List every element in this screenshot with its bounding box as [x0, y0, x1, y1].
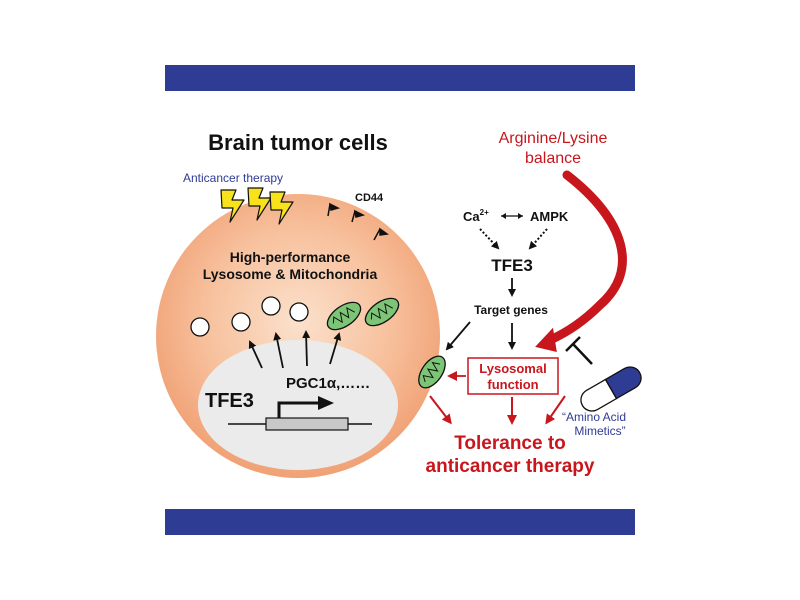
arrow-to-mitochondria-icon	[445, 321, 471, 351]
tolerance-label-line1: Tolerance to	[454, 433, 566, 454]
arginine-label-line2: balance	[525, 150, 581, 167]
dotted-arrow-icon	[528, 228, 548, 250]
arrow-up-icon	[302, 330, 311, 367]
receptor-flag-icon	[379, 227, 389, 236]
arginine-arrowhead-icon	[535, 327, 557, 352]
lysosomal-label-line1: Lysosomal	[479, 361, 546, 376]
cd44-receptors	[327, 202, 389, 241]
organelle-label-line2: Lysosome & Mitochondria	[203, 266, 378, 282]
lysosome-icon	[289, 302, 309, 322]
arrow-up-icon	[273, 332, 284, 369]
dotted-arrow-icon	[479, 228, 500, 250]
nucleus-gene-label: TFE3	[205, 390, 254, 412]
tolerance-label-line2: anticancer therapy	[426, 456, 595, 477]
bottom-banner-bar	[165, 509, 635, 535]
lightning-bolt-icon	[220, 189, 245, 223]
transcription-arrowhead-icon	[318, 396, 334, 410]
transcription-arrow-icon	[277, 401, 320, 418]
target-genes-label: Target genes	[474, 303, 548, 317]
mitochondrion-icon	[418, 355, 446, 389]
arrow-up-icon	[329, 332, 342, 365]
red-arrow-down-icon	[545, 395, 566, 425]
cd44-receptor	[373, 228, 381, 241]
cell-mitochondria	[326, 297, 400, 331]
red-arrow-down-icon	[429, 395, 452, 425]
calcium-label: Ca2+	[463, 208, 489, 224]
cell-upregulation-arrows	[248, 330, 342, 369]
cd44-receptor	[351, 210, 356, 223]
anticancer-label: Anticancer therapy	[183, 171, 283, 185]
calcium-superscript: 2+	[480, 208, 489, 217]
lysosome-icon	[190, 317, 210, 337]
tfe3-label: TFE3	[491, 256, 533, 275]
gene-box	[265, 417, 349, 431]
lightning-icon	[220, 187, 294, 225]
mitochondrion-icon	[326, 301, 362, 331]
inhibition-icon	[565, 336, 593, 365]
arrow-up-icon	[248, 340, 263, 369]
organelle-label-line1: High-performance	[230, 249, 351, 265]
calcium-text: Ca	[463, 209, 480, 224]
lysosome-icon	[231, 312, 251, 332]
nucleus-cofactor-label: PGC1α,……	[286, 375, 370, 392]
lysosomal-function-box	[467, 357, 559, 395]
lightning-bolt-icon	[247, 187, 272, 221]
lightning-bolt-icon	[269, 191, 294, 225]
tumor-cell	[156, 194, 440, 478]
mimetics-label-line2: Mimetics”	[574, 424, 625, 438]
arginine-regulation-arrow	[545, 170, 627, 345]
capsule-icon	[580, 366, 642, 412]
nucleus	[198, 340, 398, 470]
mitochondrion-icon	[364, 297, 400, 327]
gene-locus	[228, 396, 372, 431]
top-banner-bar	[165, 65, 635, 91]
lysosome-icon	[261, 296, 281, 316]
bidirectional-arrowheads-icon	[501, 213, 523, 219]
diagram-title: Brain tumor cells	[208, 130, 388, 155]
receptor-flag-icon	[354, 209, 366, 218]
lysosomal-label-line2: function	[487, 377, 538, 392]
ampk-label: AMPK	[530, 209, 569, 224]
receptor-flag-icon	[329, 202, 341, 211]
lysosomes	[190, 296, 309, 337]
mimetics-label-line1: “Amino Acid	[562, 410, 626, 424]
cd44-label: CD44	[355, 192, 384, 204]
arginine-label-line1: Arginine/Lysine	[499, 130, 608, 147]
